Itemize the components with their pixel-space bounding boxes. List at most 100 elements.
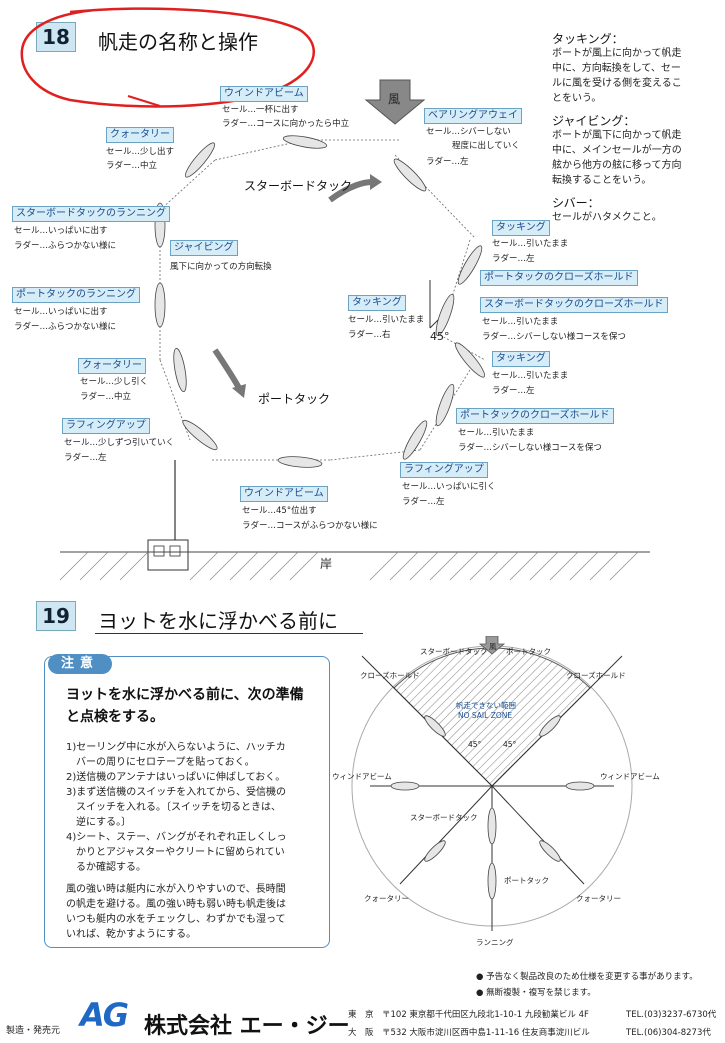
jibing-desc: 風下に向かっての方向転換 bbox=[170, 262, 272, 272]
tag-bearaway: ベアリングアウェイ bbox=[424, 108, 522, 124]
tacking-r1-rudder: ラダー…左 bbox=[492, 254, 535, 264]
quartering-top-rudder: ラダー…中立 bbox=[106, 161, 158, 171]
def-jibing-head: ジャイビング： bbox=[552, 114, 636, 128]
section-19-number: 19 bbox=[36, 601, 76, 631]
starboard-tack-label: スターボードタック bbox=[244, 179, 353, 193]
tacking-r2-sail: セール…引いたまま bbox=[492, 371, 569, 381]
port-tack-label: ポートタック bbox=[258, 392, 331, 406]
def-jibing-line-2: 中に、メインセールが一方の bbox=[552, 145, 682, 156]
red-annotation-circle bbox=[20, 7, 315, 108]
angle-45-label: 45° bbox=[430, 330, 450, 343]
caution-item-5: スイッチを入れる。〔スイッチを切るときは、 bbox=[66, 802, 281, 813]
tokyo-tel: TEL.(03)3237-6730代 bbox=[626, 1010, 717, 1020]
tag-tacking-r2: タッキング bbox=[492, 351, 550, 367]
caution-note-1: 風の強い時は艇内に水が入りやすいので、長時間 bbox=[66, 884, 286, 895]
tacking-r2-rudder: ラダー…左 bbox=[492, 386, 535, 396]
p-closehauled-r2-sail: セール…引いたまま bbox=[458, 428, 535, 438]
section-19-title: ヨットを水に浮かべる前に bbox=[98, 609, 338, 633]
wind-label: 風 bbox=[388, 92, 401, 106]
quartering-top-sail: セール…少し出す bbox=[106, 147, 175, 157]
tag-quartering-low: クォータリー bbox=[78, 358, 146, 374]
wind-arrow-icon bbox=[478, 636, 506, 655]
diag-quartering-right: クォータリー bbox=[576, 894, 621, 903]
bearaway-rudder: ラダー…左 bbox=[426, 157, 469, 167]
caution-lead-2: と点検をする。 bbox=[66, 709, 164, 725]
bearaway-sail: セール…シバーしない bbox=[426, 127, 511, 137]
tag-p-running: ポートタックのランニング bbox=[12, 287, 140, 303]
tag-p-closehauled-r1: ポートタックのクローズホールド bbox=[480, 270, 638, 286]
sb-running-sail: セール…いっぱいに出す bbox=[14, 226, 108, 236]
quartering-low-rudder: ラダー…中立 bbox=[80, 392, 132, 402]
caution-lead-1: ヨットを水に浮かべる前に、次の準備 bbox=[66, 687, 304, 703]
windabeam-top-sail: セール…一杯に出す bbox=[222, 105, 299, 115]
tacking-mid-rudder: ラダー…右 bbox=[348, 330, 391, 340]
osaka-tel: TEL.(06)304-8273代 bbox=[626, 1028, 711, 1038]
caution-note-3: いつも艇内の水をチェックし、わずかでも湿って bbox=[66, 914, 286, 925]
caution-note-4: いれば、乾かすようにする。 bbox=[66, 929, 197, 940]
caution-item-8: かりとアジャスターやクリートに留められてい bbox=[66, 847, 285, 858]
def-tacking-line-2: 中に、方向転換をして、セー bbox=[552, 63, 681, 74]
bearaway-sail-2: 程度に出していく bbox=[452, 141, 520, 151]
def-jibing-line-3: 舷から他方の舷に移って方向 bbox=[552, 160, 682, 171]
wind-arrow-icon bbox=[364, 79, 426, 125]
def-shiver-head: シバー： bbox=[552, 196, 600, 210]
sailing-course-diagram bbox=[59, 79, 650, 581]
maker-label: 製造・発売元 bbox=[6, 1026, 61, 1036]
p-closehauled-r2-rudder: ラダー…シバーしない様コースを保つ bbox=[458, 443, 602, 453]
luffing-left-rudder: ラダー…左 bbox=[64, 453, 107, 463]
section-19-rule bbox=[95, 633, 363, 634]
luffing-right-sail: セール…いっぱいに引く bbox=[402, 482, 496, 492]
diag-angle-right: 45° bbox=[503, 740, 517, 749]
caution-item-6: 逆にする。〕 bbox=[66, 817, 132, 828]
p-running-sail: セール…いっぱいに出す bbox=[14, 307, 108, 317]
tag-sb-running: スターボードタックのランニング bbox=[12, 206, 170, 222]
tacking-r1-sail: セール…引いたまま bbox=[492, 239, 569, 249]
def-tacking-line-4: とをいう。 bbox=[552, 93, 602, 104]
caution-box bbox=[44, 656, 330, 948]
diag-windabeam-right: ウィンドアビーム bbox=[600, 772, 660, 781]
section-18-title: 帆走の名称と操作 bbox=[98, 30, 258, 54]
no-sail-zone-diagram bbox=[351, 636, 633, 931]
caution-item-4: 3)まず送信機のスイッチを入れてから、受信機の bbox=[66, 787, 286, 798]
tacking-mid-sail: セール…引いたまま bbox=[348, 315, 425, 325]
tag-tacking-r1: タッキング bbox=[492, 220, 550, 236]
tag-luffing-right: ラフィングアップ bbox=[400, 462, 488, 478]
tag-sb-closehauled: スターボードタックのクローズホールド bbox=[480, 297, 668, 313]
diag-running: ランニング bbox=[476, 938, 514, 947]
shore-label: 岸 bbox=[320, 557, 333, 571]
def-tacking-line-3: ルに風を受ける側を変えるこ bbox=[552, 78, 682, 89]
quartering-low-sail: セール…少し引く bbox=[80, 377, 149, 387]
luffing-left-sail: セール…少しずつ引いていく bbox=[64, 438, 175, 448]
tag-quartering-top: クォータリー bbox=[106, 127, 174, 143]
section-18-number: 18 bbox=[36, 22, 76, 52]
diag-starboard-tack-top: スターボードタック bbox=[420, 647, 488, 656]
caution-item-3: 2)送信機のアンテナはいっぱいに伸ばしておく。 bbox=[66, 772, 286, 783]
diag-nosail-en: NO SAIL ZONE bbox=[458, 711, 513, 720]
diag-port-tack-top: ポートタック bbox=[506, 647, 551, 656]
company-name: 株式会社 エー・ジー bbox=[144, 1014, 350, 1039]
caution-note-2: の帆走を避ける。風の強い時も弱い時も帆走後は bbox=[66, 899, 286, 910]
def-tacking-head: タッキング： bbox=[552, 32, 624, 46]
windabeam-bottom-sail: セール…45°位出す bbox=[242, 506, 317, 516]
tag-windabeam-top: ウインドアビーム bbox=[220, 86, 308, 102]
sb-closehauled-rudder: ラダー…シバーしない様コースを保つ bbox=[482, 332, 626, 342]
diag-closehauled-left: クローズホールド bbox=[360, 671, 420, 680]
diag-closehauled-right: クローズホールド bbox=[566, 671, 626, 680]
diag-starboard-tack-mid: スターボードタック bbox=[410, 813, 478, 822]
caution-item-1: 1)セーリング中に水が入らないように、ハッチカ bbox=[66, 742, 286, 753]
luffing-right-rudder: ラダー…左 bbox=[402, 497, 445, 507]
osaka-address: 大 阪 〒532 大阪市淀川区西中島1-11-16 住友商事淀川ビル bbox=[348, 1028, 590, 1038]
footer-note-2: ● 無断複製・複写を禁じます。 bbox=[476, 988, 596, 998]
tokyo-address: 東 京 〒102 東京都千代田区九段北1-10-1 九段勧業ビル 4F bbox=[348, 1010, 589, 1020]
def-shiver-line-1: セールがハタメクこと。 bbox=[552, 212, 662, 223]
caution-item-9: るか確認する。 bbox=[66, 862, 146, 873]
tag-p-closehauled-r2: ポートタックのクローズホールド bbox=[456, 408, 614, 424]
sb-running-rudder: ラダー…ふらつかない様に bbox=[14, 241, 117, 251]
sb-closehauled-sail: セール…引いたまま bbox=[482, 317, 559, 327]
caution-label: 注意 bbox=[48, 654, 112, 674]
tag-luffing-left: ラフィングアップ bbox=[62, 418, 150, 434]
diag-wind-label: 風 bbox=[489, 642, 497, 651]
tag-tacking-mid: タッキング bbox=[348, 295, 406, 311]
diag-quartering-left: クォータリー bbox=[364, 894, 409, 903]
tag-windabeam-bottom: ウインドアビーム bbox=[240, 486, 328, 502]
